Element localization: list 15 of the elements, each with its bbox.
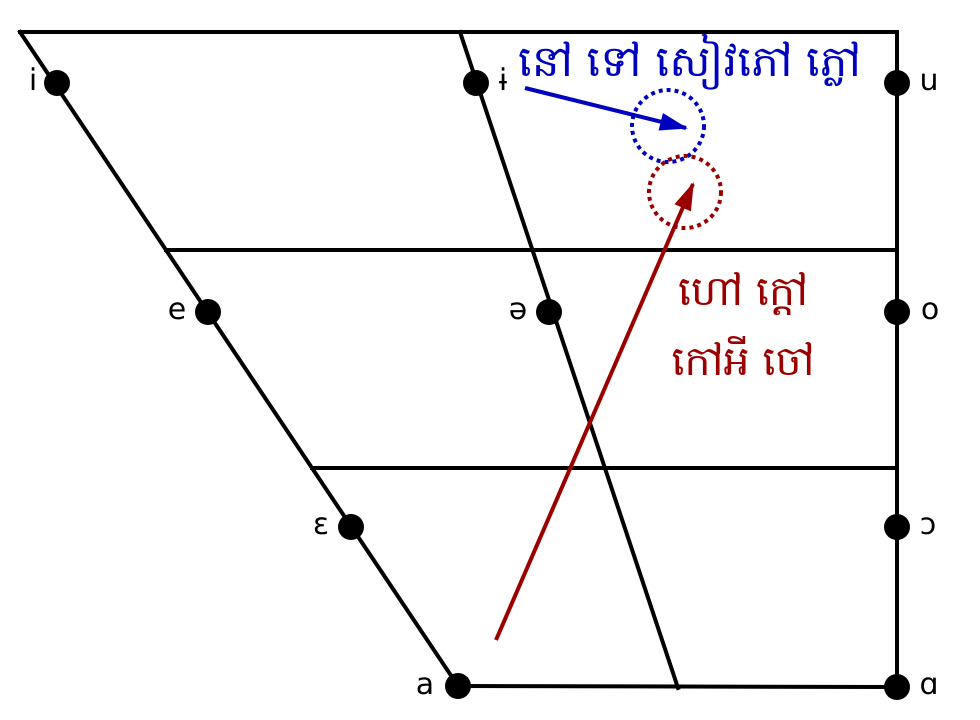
vowel-symbol: ɛ bbox=[312, 508, 330, 542]
arrow bbox=[494, 182, 695, 641]
vowel-symbol: ə bbox=[508, 293, 528, 327]
vowel-symbol: ɔ bbox=[920, 508, 936, 542]
vowel-symbol: o bbox=[920, 293, 940, 327]
word-list: នៅ ទៅ សៀវភៅ ភ្លៅ bbox=[518, 34, 862, 90]
vowel-symbol: ɑ bbox=[919, 668, 939, 702]
vowel-symbol: ɨ bbox=[498, 64, 508, 98]
vowel-symbol: i bbox=[28, 64, 38, 98]
dotted-circle bbox=[647, 154, 723, 230]
arrow bbox=[524, 86, 688, 130]
vowel-symbol: a bbox=[416, 668, 434, 702]
vowel-symbol: u bbox=[920, 64, 938, 98]
dotted-circle bbox=[630, 88, 706, 164]
vowel-symbol: e bbox=[168, 293, 186, 327]
